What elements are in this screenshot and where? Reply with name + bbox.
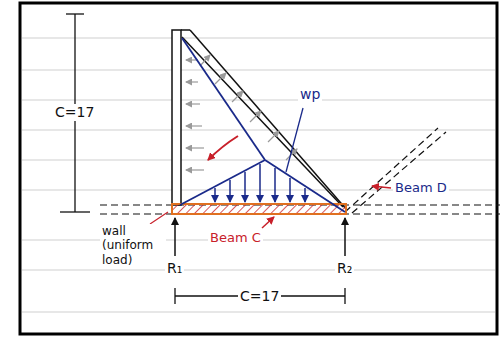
paper-lines	[22, 38, 495, 312]
wp-leader	[286, 108, 303, 172]
dimension-label: C=17	[53, 104, 96, 121]
load-label: wp	[298, 86, 322, 103]
triangle-area	[172, 30, 347, 210]
reaction-arrow	[174, 218, 176, 256]
beam-d-line	[345, 128, 446, 213]
beam-d-leader	[372, 186, 391, 188]
beam-c	[172, 204, 346, 214]
distributed-load	[215, 164, 305, 202]
load-arrows	[186, 55, 297, 170]
wall-note: wall (uniform load)	[100, 224, 166, 267]
dimension-label: C=17	[238, 288, 281, 305]
tributary-lines	[180, 38, 345, 212]
beam-label: Beam C	[208, 230, 263, 246]
frame	[20, 3, 497, 334]
horizontal-dimension	[175, 288, 345, 304]
wall-line	[100, 205, 500, 214]
reaction-arrow	[344, 218, 346, 256]
red-arrow	[208, 136, 238, 160]
reaction-label: R₂	[335, 260, 354, 277]
beam-c-leader	[262, 217, 274, 228]
beam-label: Beam D	[393, 180, 449, 196]
reaction-label: R₁	[165, 260, 184, 277]
wall-leader	[150, 212, 168, 224]
